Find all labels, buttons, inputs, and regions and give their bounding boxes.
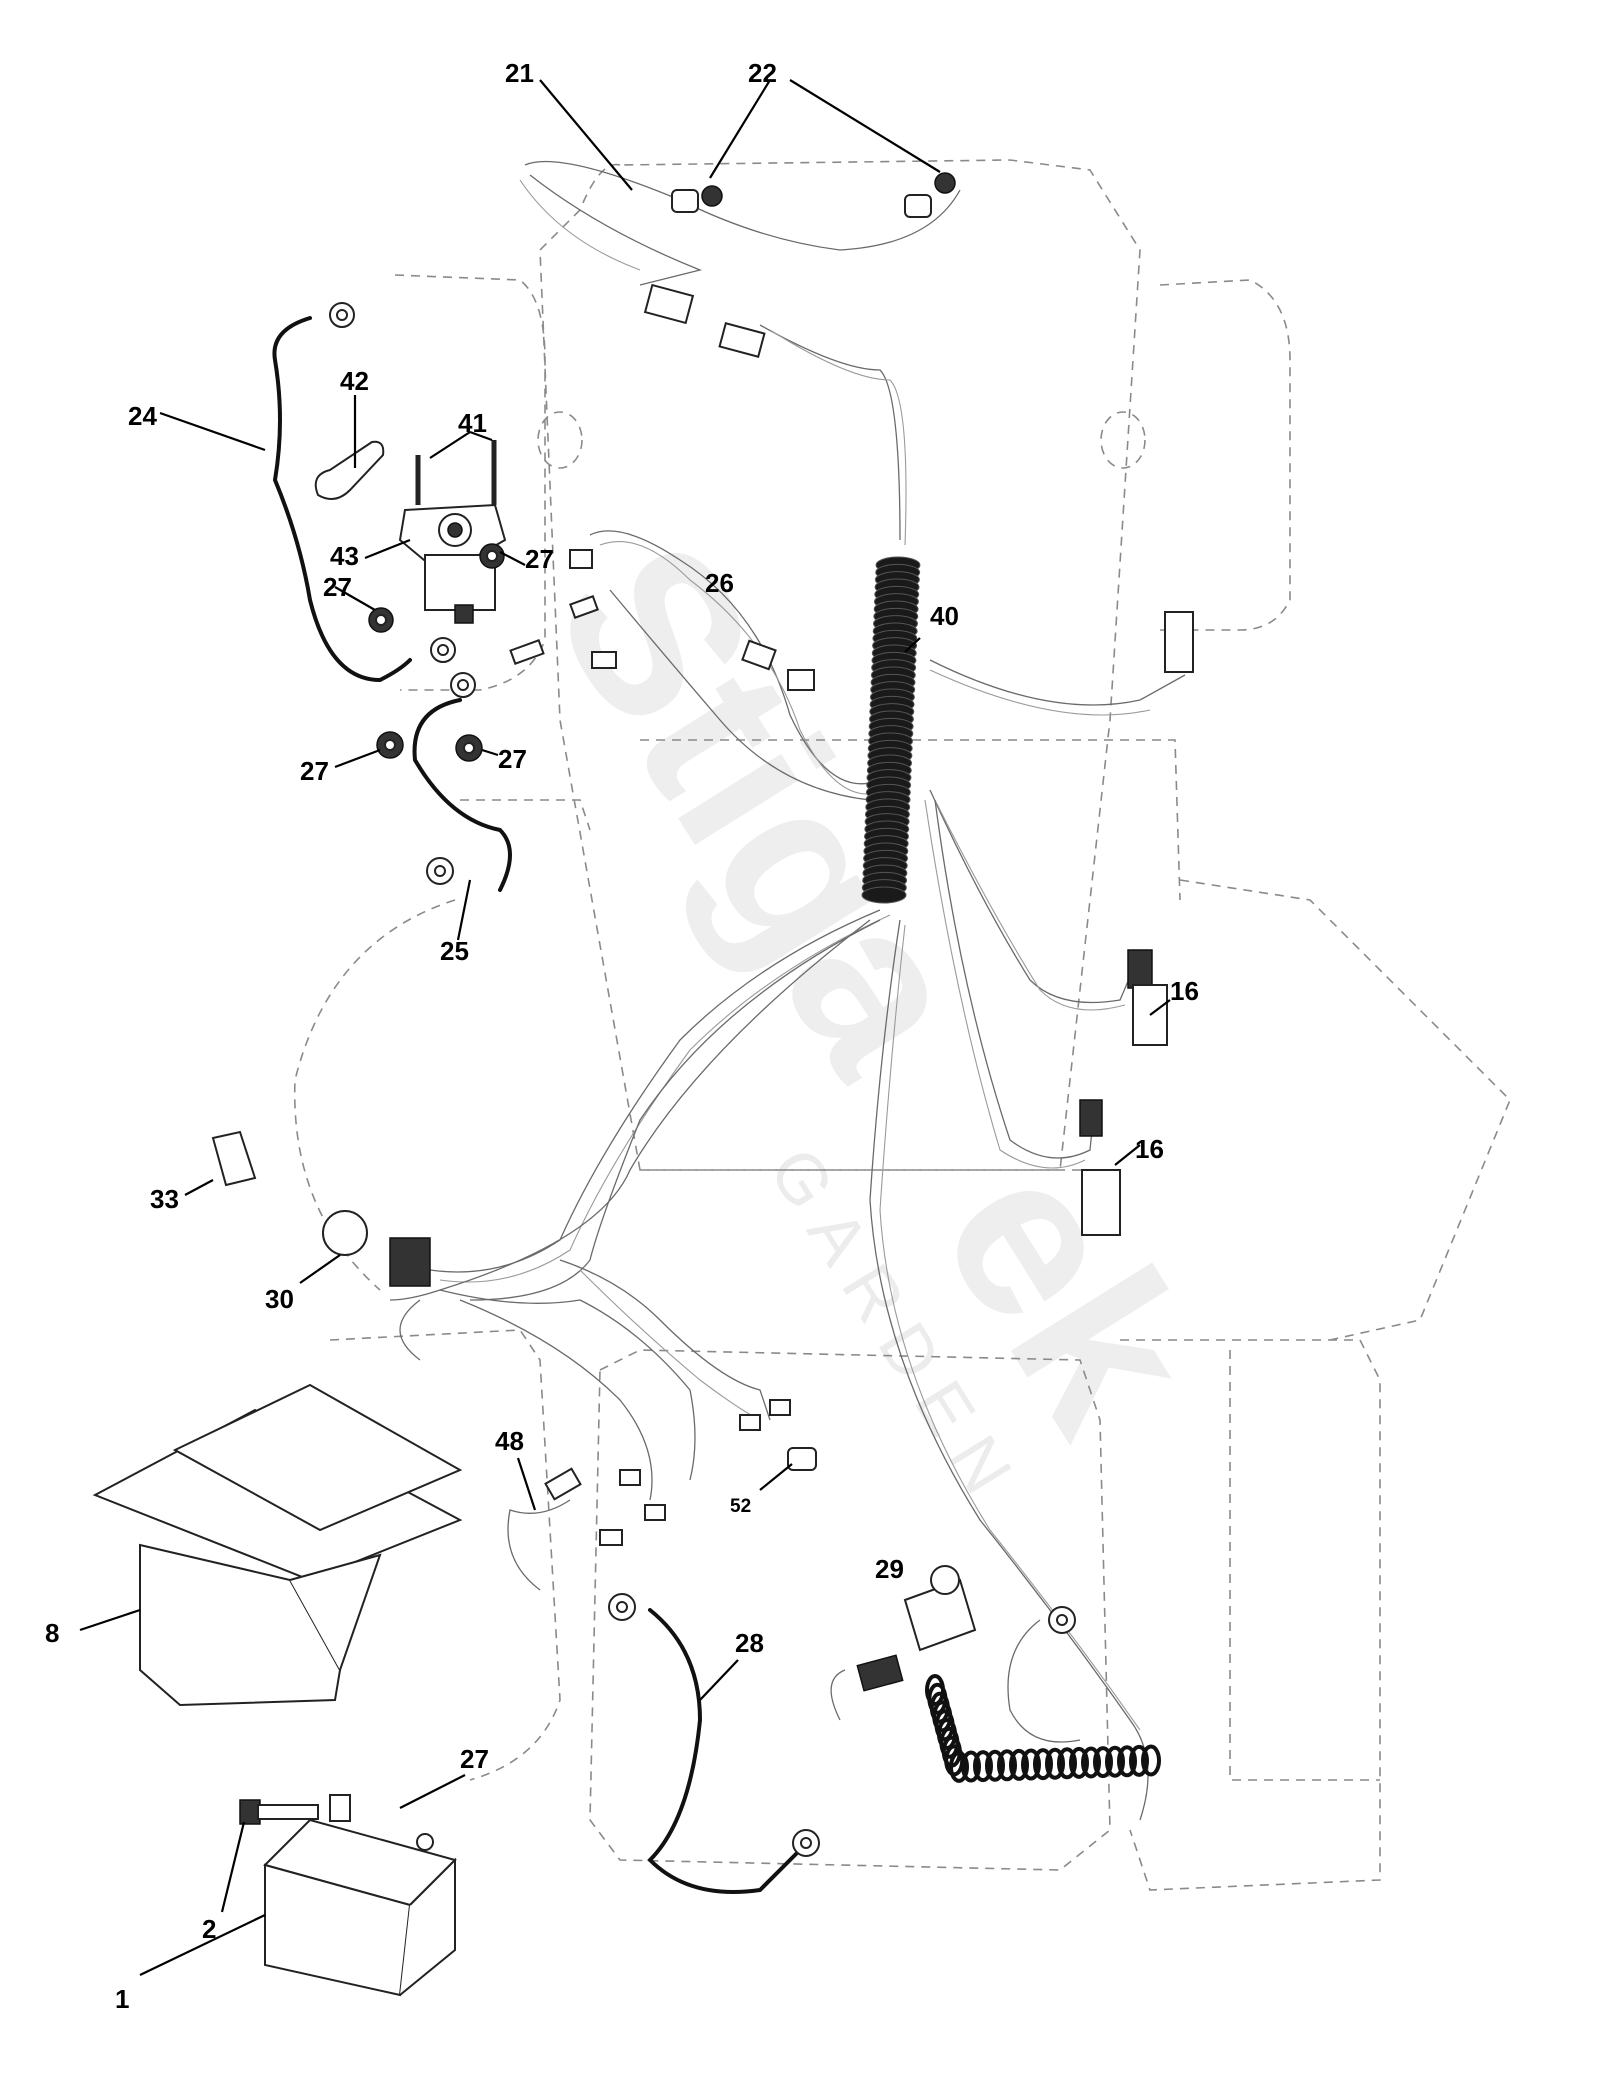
callout-28: 28 [735,1628,764,1658]
relay [211,1130,257,1187]
connector-top-b [769,1399,791,1416]
connector-upper-b [718,322,766,358]
callouts: 21 22 24 42 41 43 27 27 27 27 26 40 25 1… [45,58,1199,2014]
callout-8: 8 [45,1618,59,1648]
battery-bolt [239,1794,351,1825]
battery-box [92,1383,463,1707]
callout-48: 48 [495,1426,524,1456]
connector-48-c [644,1504,666,1521]
seat-switch [903,1565,977,1652]
switch-plug-upper [1127,949,1153,989]
coiled-cable [925,1674,1161,1783]
ring-terminals [329,302,1076,1857]
leader-lines [79,79,1171,1976]
callout-24: 24 [128,401,157,431]
callout-52: 52 [730,1496,751,1517]
callout-22: 22 [748,58,777,88]
switch-lower [1081,1169,1121,1236]
watermark-brand: Stiga [506,499,1023,1114]
callout-30: 30 [265,1284,294,1314]
callout-41: 41 [458,408,487,438]
terminal-c [509,639,545,665]
callout-27-lower-right: 27 [498,744,527,774]
connector-top-a [739,1414,761,1431]
callout-1: 1 [115,1984,129,2014]
connector-48-a [544,1467,582,1501]
connector-48-b [619,1469,641,1486]
callout-27-right: 27 [525,544,554,574]
terminal-d [591,651,617,669]
plug-52 [787,1447,817,1471]
harness-wires [389,160,1186,1821]
connector-48-d [599,1529,623,1546]
callout-26: 26 [705,568,734,598]
connector-upper-a [643,283,695,325]
fuse-b [787,669,815,691]
solenoid [398,503,507,624]
watermark: Stiga ek GARDEN [506,499,1247,1521]
components [92,172,1194,1997]
callout-16-lower: 16 [1135,1134,1164,1164]
ignition-switch [322,1210,431,1287]
callout-29: 29 [875,1554,904,1584]
screws [415,440,497,505]
connector-right [1164,611,1194,673]
nuts [368,543,505,762]
fuse-a [741,639,777,671]
callout-2: 2 [202,1914,216,1944]
callout-16-upper: 16 [1170,976,1199,1006]
callout-27-left: 27 [323,572,352,602]
bulb-right [904,172,956,218]
switch-plug-lower [1079,1099,1103,1137]
connector-29 [856,1654,904,1692]
corrugated-conduit [861,556,921,904]
battery-cables [272,316,802,1894]
battery [263,1818,457,1997]
callout-42: 42 [340,366,369,396]
bulb-left [671,185,723,213]
callout-43: 43 [330,541,359,571]
terminal-b [569,595,599,619]
terminal-a [569,549,593,569]
callout-27-battery: 27 [460,1744,489,1774]
callout-21: 21 [505,58,534,88]
callout-27-lower-left: 27 [300,756,329,786]
callout-33: 33 [150,1184,179,1214]
callout-25: 25 [440,936,469,966]
terminal-boot [314,440,385,500]
callout-40: 40 [930,601,959,631]
